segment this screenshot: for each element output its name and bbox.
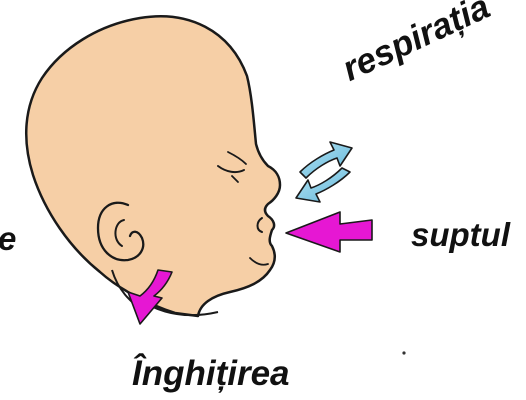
label-sucking: suptul [411, 218, 510, 251]
label-swallowing: Înghițirea [132, 356, 290, 391]
sucking-arrow-icon [286, 212, 372, 252]
baby-head [26, 16, 280, 316]
label-left-fragment: e [0, 222, 16, 255]
small-dot [402, 351, 405, 354]
breathing-arrow-icon [296, 142, 352, 202]
